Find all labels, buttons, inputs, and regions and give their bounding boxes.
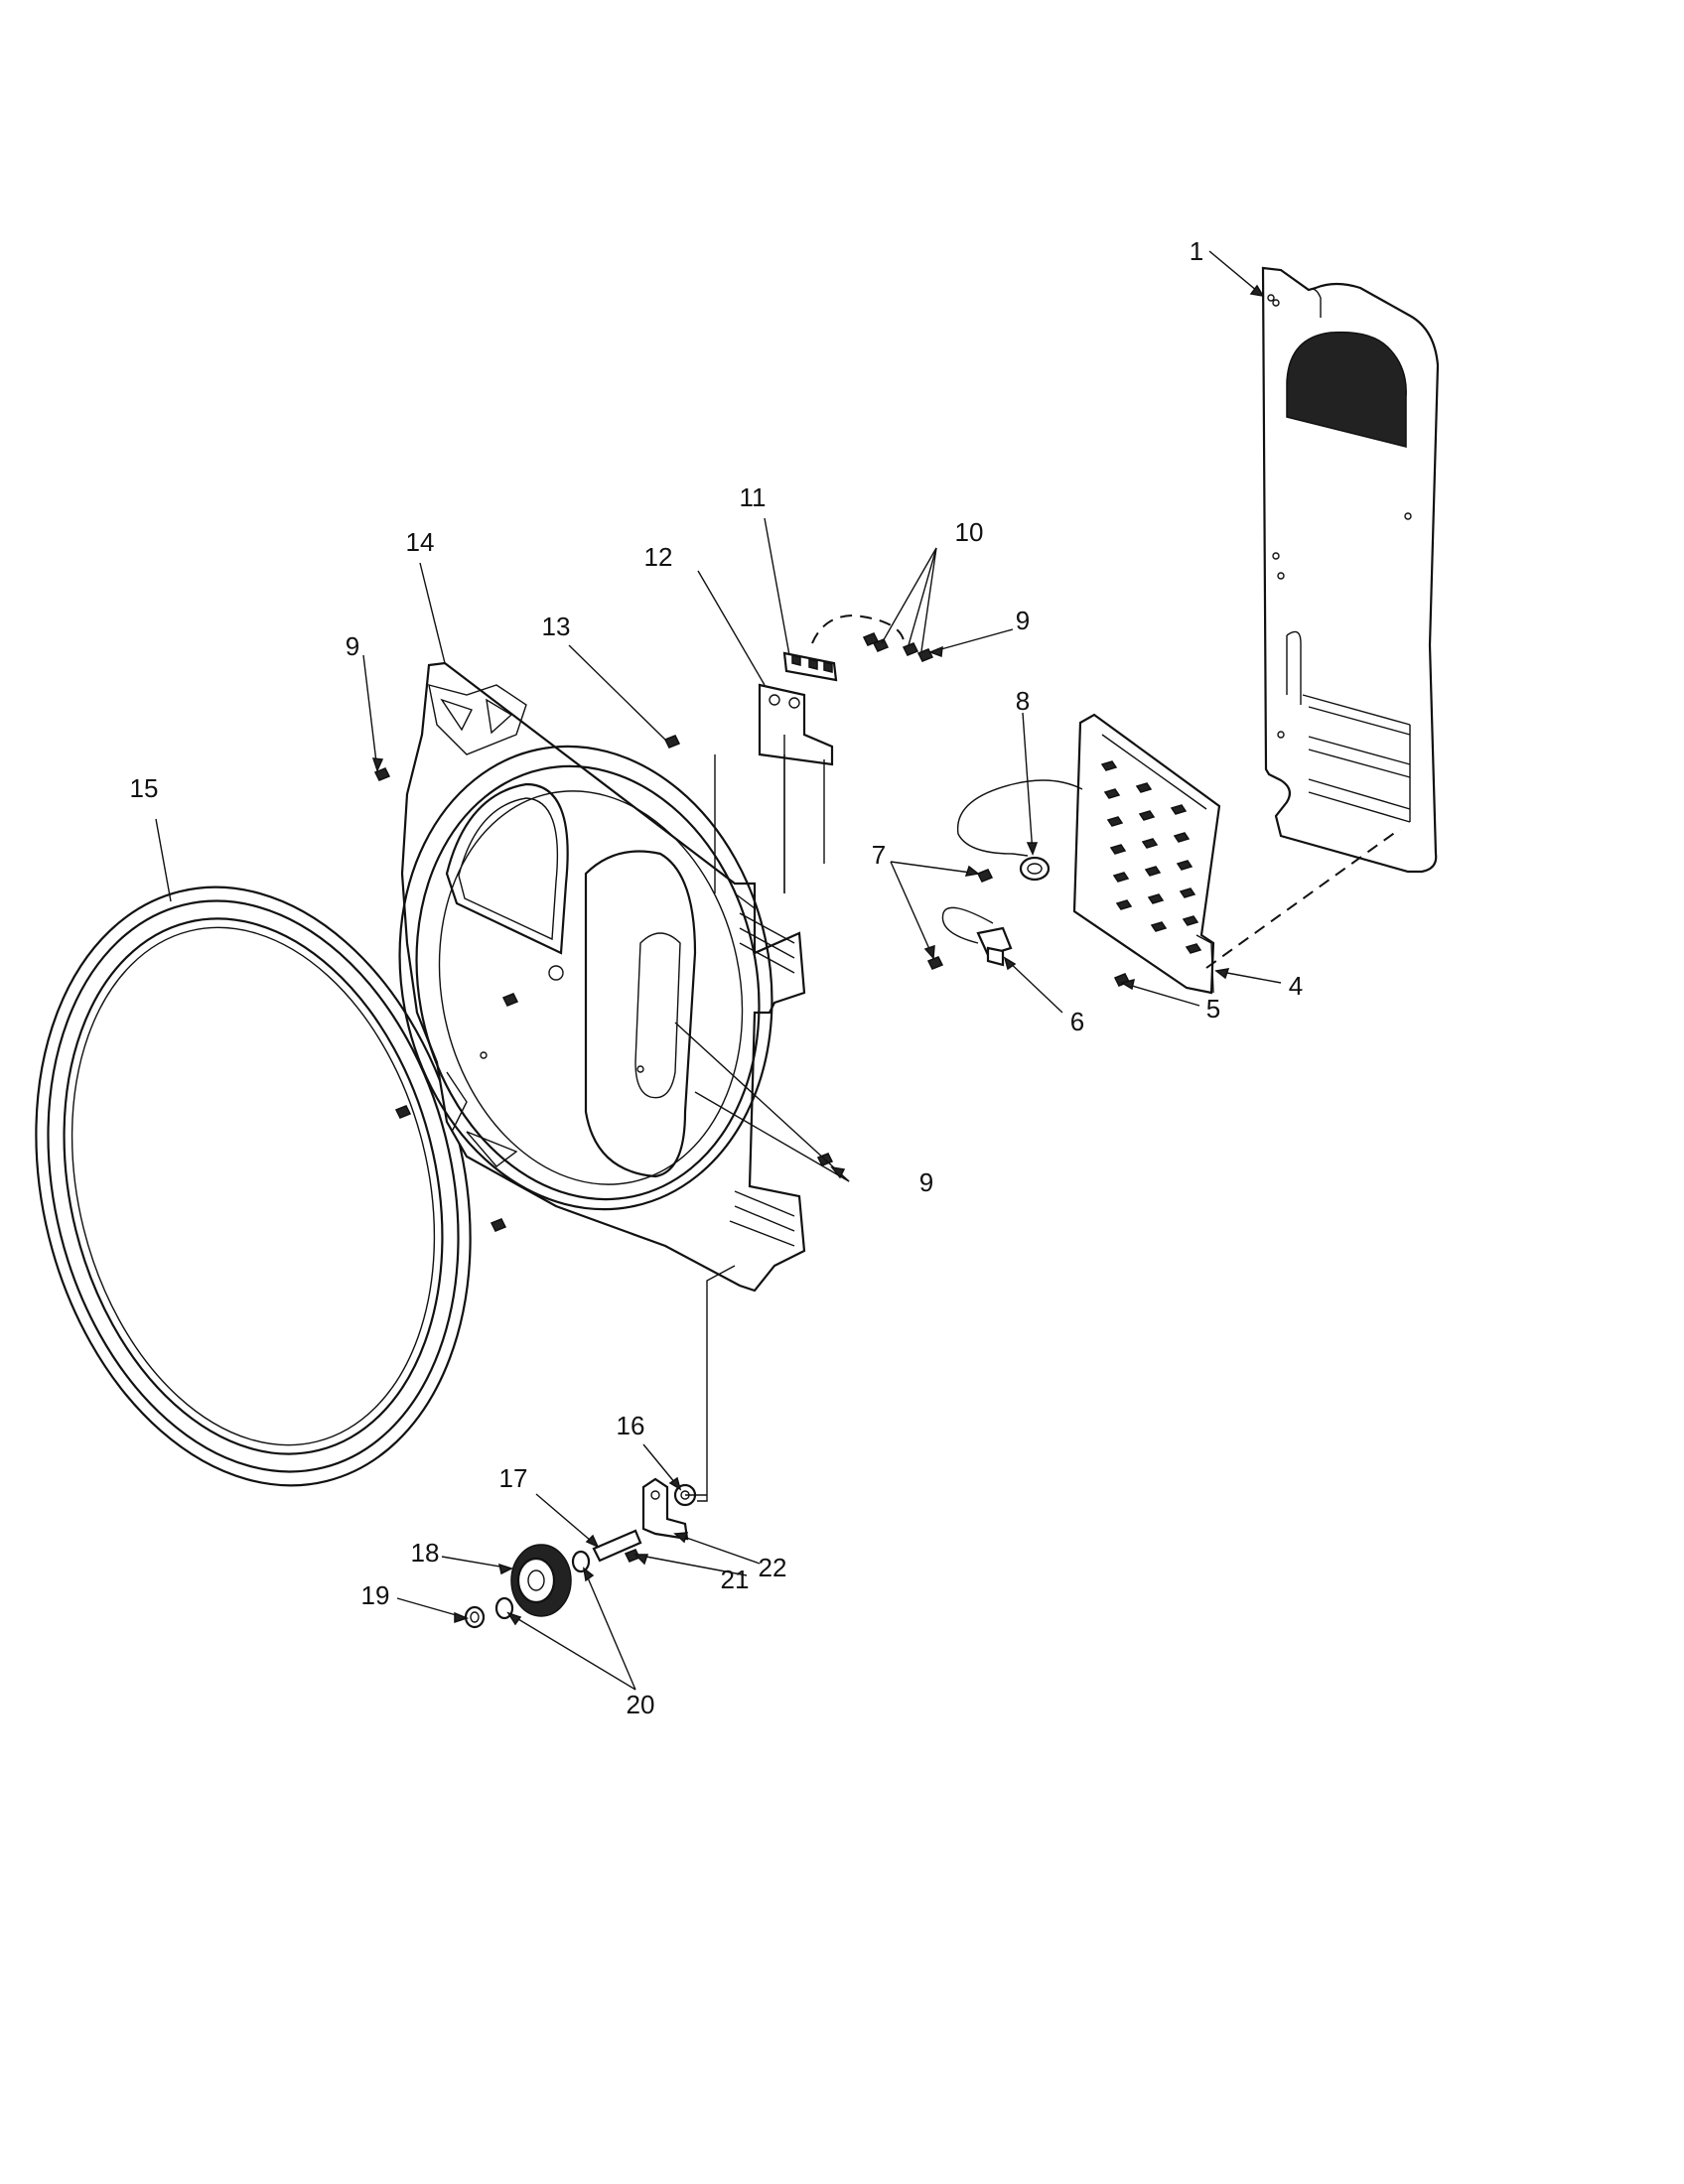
louver: [1173, 832, 1191, 843]
callout-5: 5: [1206, 994, 1220, 1024]
louver: [1170, 804, 1188, 815]
callout-7: 7: [872, 840, 886, 870]
drum-roller-assembly: [464, 1477, 697, 1629]
louver: [1138, 810, 1156, 821]
callout-1: 1: [1190, 236, 1203, 266]
callout-21: 21: [721, 1565, 750, 1594]
screws-plate: [926, 869, 1131, 987]
louver: [1103, 788, 1121, 799]
leader-lines: [155, 250, 1401, 1691]
part-14-front-bulkhead: [398, 661, 806, 1293]
louver: [1112, 872, 1130, 883]
plate-louvers: [1100, 760, 1202, 954]
part-8-thermostat: [956, 779, 1083, 882]
callout-12: 12: [644, 542, 673, 572]
callout-22: 22: [759, 1553, 787, 1582]
callout-9-lower: 9: [919, 1167, 933, 1197]
callout-20: 20: [627, 1690, 655, 1719]
part-6-high-limit-thermostat: [941, 906, 1013, 967]
louver: [1147, 893, 1165, 904]
louver: [1106, 816, 1124, 827]
louver: [1144, 866, 1162, 877]
louver: [1150, 921, 1168, 932]
callout-11: 11: [740, 482, 767, 512]
callout-6: 6: [1070, 1007, 1084, 1036]
callout-16: 16: [617, 1411, 645, 1440]
louver: [1100, 760, 1118, 771]
callout-8: 8: [1016, 686, 1030, 716]
callout-18: 18: [411, 1538, 440, 1568]
part-10-jumper-screws: [811, 614, 934, 662]
louver: [1141, 838, 1159, 849]
louver: [1185, 943, 1202, 954]
part-15-seal-ring: [35, 886, 472, 1487]
callout-19: 19: [361, 1580, 390, 1610]
part-12-bracket: [758, 683, 834, 893]
callout-13: 13: [542, 612, 571, 641]
callout-9-left: 9: [346, 631, 359, 661]
callout-4: 4: [1289, 971, 1303, 1001]
callout-14: 14: [406, 527, 435, 557]
lint-screen-mesh: [1286, 331, 1407, 448]
louver: [1176, 860, 1193, 871]
louver: [1135, 782, 1153, 793]
callout-17: 17: [499, 1463, 528, 1493]
louver: [1182, 915, 1199, 926]
callout-10: 10: [955, 517, 984, 547]
callout-9-top-right: 9: [1016, 606, 1030, 635]
part-11-terminal-block: [782, 651, 838, 682]
callout-labels: 1 4 5 6 7 8 9 9 9 10 11 12 13 14 15 16 1…: [130, 236, 1304, 1719]
part-1-heater-duct: [1261, 266, 1440, 874]
louver: [1109, 844, 1127, 855]
part-4-heater-plate: [1072, 713, 1221, 995]
louver: [1115, 899, 1133, 910]
callout-15: 15: [130, 773, 159, 803]
louver: [1179, 887, 1196, 898]
arrowheads: [371, 284, 1265, 1626]
